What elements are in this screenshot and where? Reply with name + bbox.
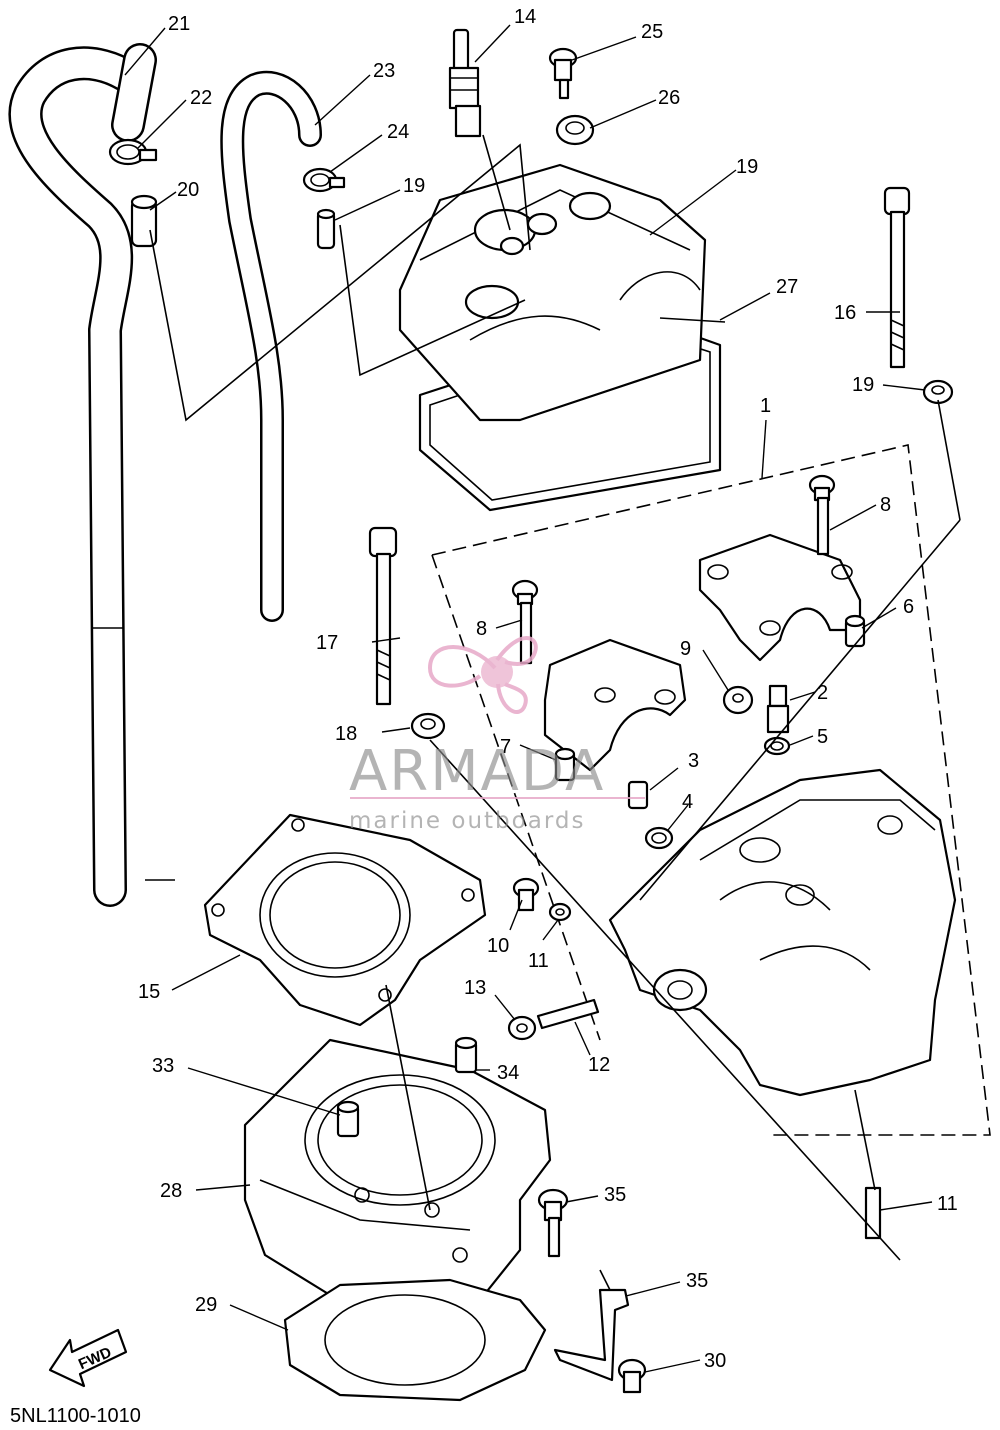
callout-16: 15 [138,981,160,1003]
callout-27: 25 [641,21,663,43]
bolt-34 [537,1188,569,1258]
callout-3: 3 [688,750,699,772]
union-bolt-2 [766,684,790,734]
washer-11 [548,902,572,922]
joint-pipe-21 [316,208,336,250]
cylinder-30 [243,1038,552,1307]
watermark-tagline: marine outboards [349,808,585,834]
camshaft-cap-left [543,638,687,772]
breather-hose-23 [8,43,175,907]
callout-22: 20 [177,179,199,201]
camshaft-cap-right [698,533,862,662]
cylinder-head-cover-20 [398,163,722,512]
dowel-6 [844,614,866,648]
hose-clamp-24 [108,138,158,166]
bolt-32 [617,1358,647,1394]
plug-9 [722,685,754,715]
callout-17: 17 [316,632,338,654]
watermark: ARMADA marine outboards [349,636,645,834]
bracket-35 [553,1288,630,1382]
bolt-17 [368,526,398,706]
cover-gasket-29 [659,317,726,323]
callout-9: 9 [680,638,691,660]
diagram-code: 5NL1100-1010 [10,1405,141,1427]
callout-20-label: 19 [736,156,758,178]
dowel-33-right [454,1036,478,1074]
callout-12-value: 11 [937,1193,958,1215]
callout-34-value: 35 [604,1184,626,1206]
callout-labels: 21 22 20 23 24 19 14 25 26 19 19 27 16 1… [138,6,958,1372]
washer-19-right [922,379,954,405]
callout-13: 12 [588,1054,610,1076]
callout-8-right: 8 [880,494,891,516]
cylinder-head-1 [608,768,957,1097]
callout-4: 4 [682,791,693,813]
bolt-27 [548,47,578,100]
cylinder-head-gasket-16 [203,813,487,1027]
leader-lines [124,24,933,1373]
callout-23: 21 [168,13,190,35]
assembly-lines [149,134,961,1291]
callout-33-right: 34 [497,1062,519,1084]
stud-bolt-13 [536,998,600,1030]
watermark-brand: ARMADA [349,739,605,804]
callout-14: 13 [464,977,486,999]
callout-10: 10 [487,935,509,957]
breather-hose-25 [220,70,322,622]
dowel-33-left [336,1100,360,1138]
damper-28 [555,114,595,146]
spark-plug-15 [448,28,482,138]
callout-30: 28 [160,1180,182,1202]
callout-35-value: 35 [686,1270,708,1292]
callout-21: 19 [403,175,425,197]
callout-19-right: 19 [852,374,874,396]
washer-19-left [410,712,446,740]
callout-25: 23 [373,60,395,82]
callout-11: 11 [528,950,549,972]
stud-bolt-18 [883,186,911,369]
callout-1: 1 [760,395,771,417]
callout-2: 2 [817,682,828,704]
nut-14 [507,1015,537,1041]
joint-pipe-22 [130,194,158,248]
callout-24: 22 [190,87,212,109]
cylinder-gasket-31 [283,1278,547,1402]
callout-28: 26 [658,87,680,109]
callout-32: 30 [704,1350,726,1372]
callout-5: 5 [817,726,828,748]
callout-26: 24 [387,121,409,143]
callout-18: 16 [834,302,856,324]
forward-direction-arrow: FWD [48,1328,128,1388]
hose-clamp-26 [302,167,346,193]
callout-29: 27 [776,276,798,298]
bolt-10 [512,877,540,912]
bolt-8-left [511,579,539,665]
callout-15: 14 [514,6,536,28]
callout-8-left: 8 [476,618,487,640]
callout-31: 29 [195,1294,217,1316]
callout-6: 6 [903,596,914,618]
bolt-8-right [808,474,836,556]
callout-7: 7 [500,736,511,758]
propeller-logo [427,636,538,714]
callout-19-left: 18 [335,723,357,745]
o-ring-4 [644,826,674,850]
callout-33-left: 33 [152,1055,174,1077]
dowel-3 [627,780,649,810]
dowel-7 [554,747,576,782]
gasket-5 [763,736,791,756]
